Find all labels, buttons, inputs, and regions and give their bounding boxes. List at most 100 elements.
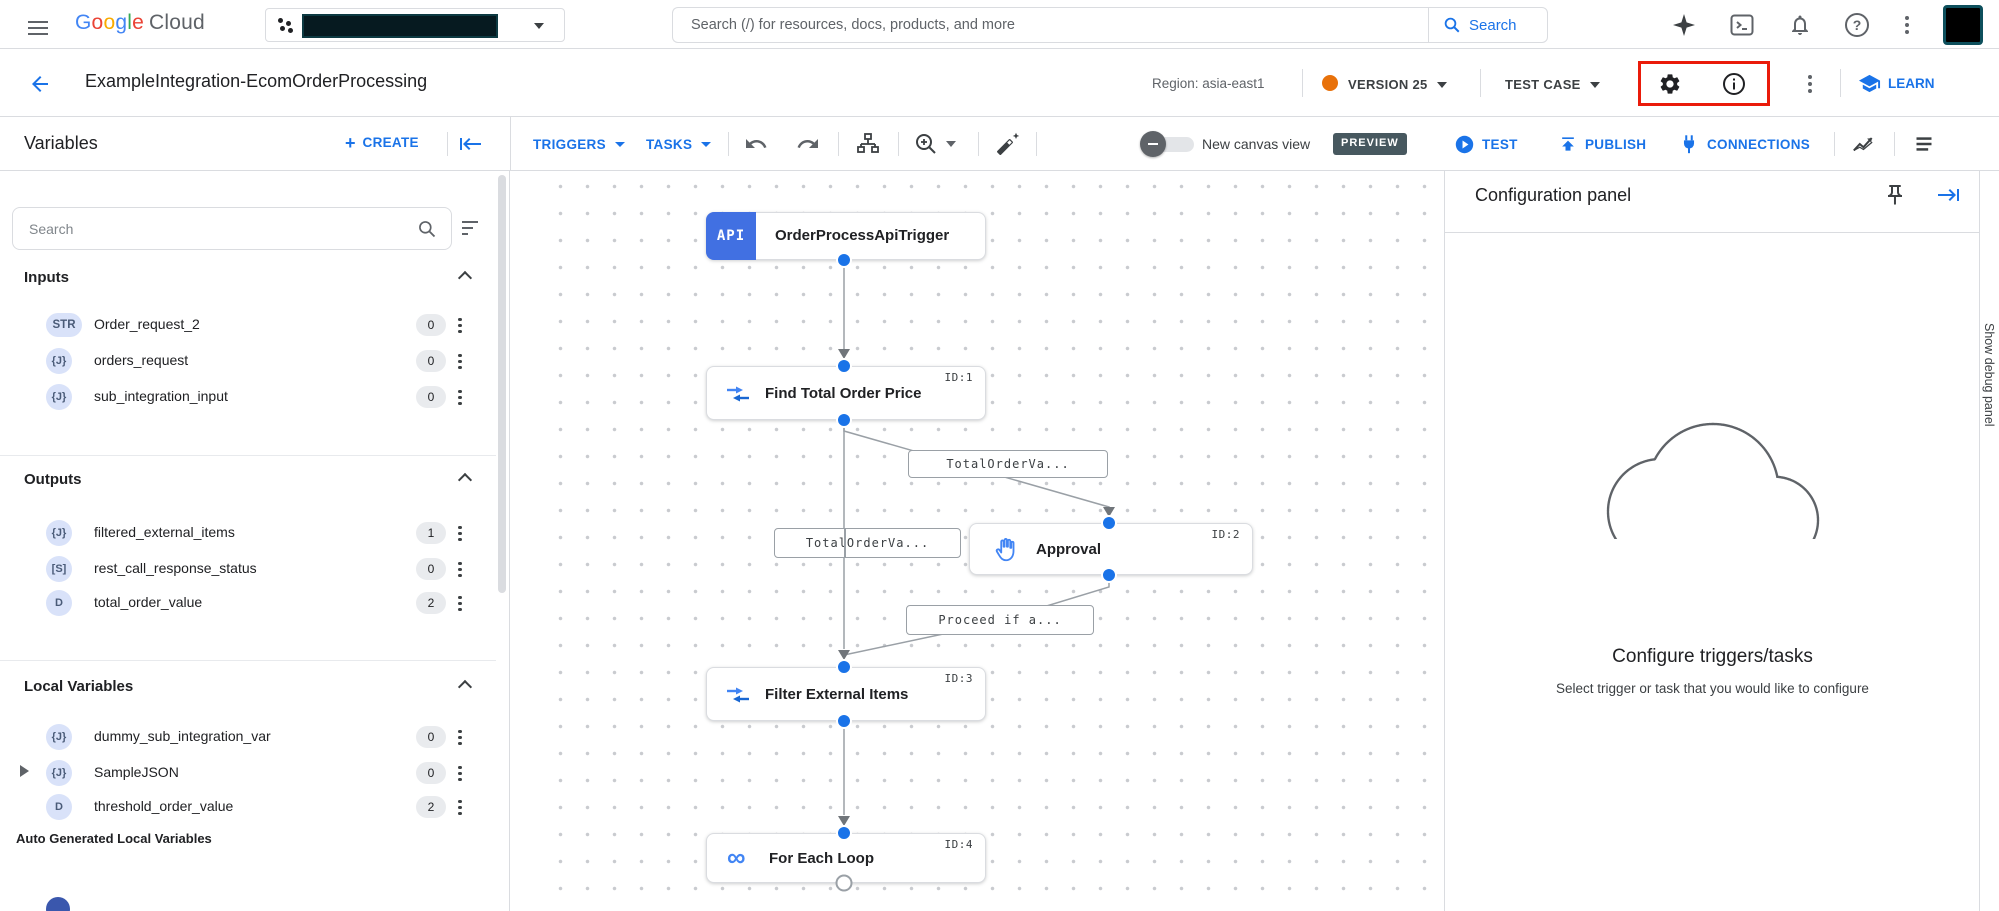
node-id-label: ID:1 [944,371,973,384]
edge-condition-label[interactable]: TotalOrderVa... [908,450,1108,478]
variable-row[interactable]: {J} orders_request 0 [0,345,496,377]
collapse-panel-icon[interactable] [458,132,482,156]
back-arrow-icon[interactable] [28,72,52,96]
variable-type-badge: {J} [46,348,72,374]
logo-cloud-text: Cloud [148,11,205,34]
collapse-panel-right-icon[interactable] [1937,183,1961,207]
variable-row[interactable]: D threshold_order_value 2 [0,791,496,823]
notifications-bell-icon[interactable] [1788,13,1812,37]
node-title: Approval [1036,541,1102,558]
row-menu-icon[interactable] [458,727,462,748]
node-title: For Each Loop [769,850,874,867]
collapse-section-icon[interactable] [457,472,473,488]
variable-name: orders_request [94,352,189,368]
cloud-shell-icon[interactable] [1730,14,1754,36]
divider [0,455,496,456]
collapse-section-icon[interactable] [457,679,473,695]
gemini-sparkle-icon[interactable] [1672,13,1696,37]
test-case-dropdown[interactable]: TEST CASE [1505,77,1600,92]
logo-letter: g [115,11,128,34]
variable-row[interactable]: {J} sub_integration_input 0 [0,381,496,413]
divider [1894,132,1895,156]
region-label: Region: asia-east1 [1152,76,1265,91]
undo-icon[interactable] [744,132,768,156]
variable-row[interactable]: {J} SampleJSON 0 [0,757,496,789]
project-selector[interactable] [265,8,565,42]
node-title: Find Total Order Price [765,385,922,402]
variable-row[interactable]: D total_order_value 2 [0,587,496,619]
empty-state-cloud-illustration [1603,379,1823,539]
tasks-label: TASKS [646,137,693,152]
sort-filter-icon[interactable] [462,220,480,236]
info-icon[interactable] [1722,72,1746,96]
usage-count-badge: 0 [416,314,446,336]
analytics-icon[interactable] [1852,133,1874,155]
tasks-dropdown[interactable]: TASKS [646,137,712,152]
hamburger-menu-icon[interactable] [28,17,48,39]
node-id-label: ID:4 [944,838,973,851]
node-title: Filter External Items [765,686,909,703]
variable-row[interactable]: [S] rest_call_response_status 0 [0,553,496,585]
learn-button[interactable]: LEARN [1858,72,1935,95]
node-order-process-api-trigger[interactable]: API OrderProcessApiTrigger [706,212,986,260]
node-approval[interactable]: ID:2 Approval [969,523,1253,575]
create-variable-button[interactable]: + CREATE [345,134,419,152]
triggers-dropdown[interactable]: TRIGGERS [533,137,625,152]
test-button[interactable]: TEST [1455,135,1518,154]
zoom-control[interactable] [914,132,956,156]
log-list-icon[interactable] [1914,134,1934,154]
help-icon[interactable]: ? [1845,13,1869,37]
variable-row[interactable]: {J} filtered_external_items 1 [0,517,496,549]
logo-letter: G [75,11,92,34]
test-label: TEST [1482,137,1518,152]
logo-letter: e [132,11,144,34]
publish-button[interactable]: PUBLISH [1558,134,1646,154]
auto-layout-icon[interactable] [856,132,880,156]
usage-count-badge: 0 [416,558,446,580]
usage-count-badge: 2 [416,796,446,818]
more-options-icon[interactable] [1903,13,1911,37]
avatar[interactable] [1943,5,1983,45]
approval-hand-icon [995,538,1015,562]
global-search-input[interactable] [673,8,1428,42]
redo-icon[interactable] [796,132,820,156]
row-menu-icon[interactable] [458,797,462,818]
chevron-down-icon [534,23,544,29]
canvas-view-toggle-knob[interactable] [1140,131,1166,157]
usage-count-badge: 0 [416,350,446,372]
chevron-down-icon [1436,81,1447,88]
show-debug-panel-tab[interactable]: Show debug panel [1979,171,1999,911]
learn-label: LEARN [1888,76,1935,91]
divider [978,132,979,156]
variable-name: total_order_value [94,594,203,610]
variable-name: dummy_sub_integration_var [94,728,271,744]
row-menu-icon[interactable] [458,763,462,784]
edge-condition-label[interactable]: Proceed if a... [906,605,1094,635]
row-menu-icon[interactable] [458,559,462,580]
row-menu-icon[interactable] [458,351,462,372]
sidebar-scrollbar[interactable] [498,175,506,593]
node-filter-external-items[interactable]: ID:3 Filter External Items [706,667,986,721]
collapse-section-icon[interactable] [457,270,473,286]
more-actions-icon[interactable] [1806,72,1814,96]
magic-wand-icon[interactable] [996,132,1020,156]
global-search [672,7,1428,43]
variable-row[interactable]: STR Order_request_2 0 [0,309,496,341]
variable-type-badge: D [46,794,72,820]
variables-search-input[interactable] [13,208,451,249]
connections-button[interactable]: CONNECTIONS [1678,133,1810,155]
pin-icon[interactable] [1883,183,1907,207]
variable-row[interactable]: {J} dummy_sub_integration_var 0 [0,721,496,753]
node-find-total-order-price[interactable]: ID:1 Find Total Order Price [706,366,986,420]
version-dropdown[interactable]: VERSION 25 [1348,77,1447,92]
node-for-each-loop[interactable]: ID:4 ∞ For Each Loop [706,833,986,883]
expand-arrow-icon[interactable] [20,765,29,777]
integration-canvas[interactable]: TotalOrderVa... TotalOrderVa... Proceed … [511,171,1444,911]
row-menu-icon[interactable] [458,593,462,614]
row-menu-icon[interactable] [458,315,462,336]
edge-condition-label[interactable]: TotalOrderVa... [774,528,961,558]
row-menu-icon[interactable] [458,387,462,408]
global-search-button[interactable]: Search [1428,7,1548,43]
row-menu-icon[interactable] [458,523,462,544]
settings-gear-icon[interactable] [1658,72,1682,96]
